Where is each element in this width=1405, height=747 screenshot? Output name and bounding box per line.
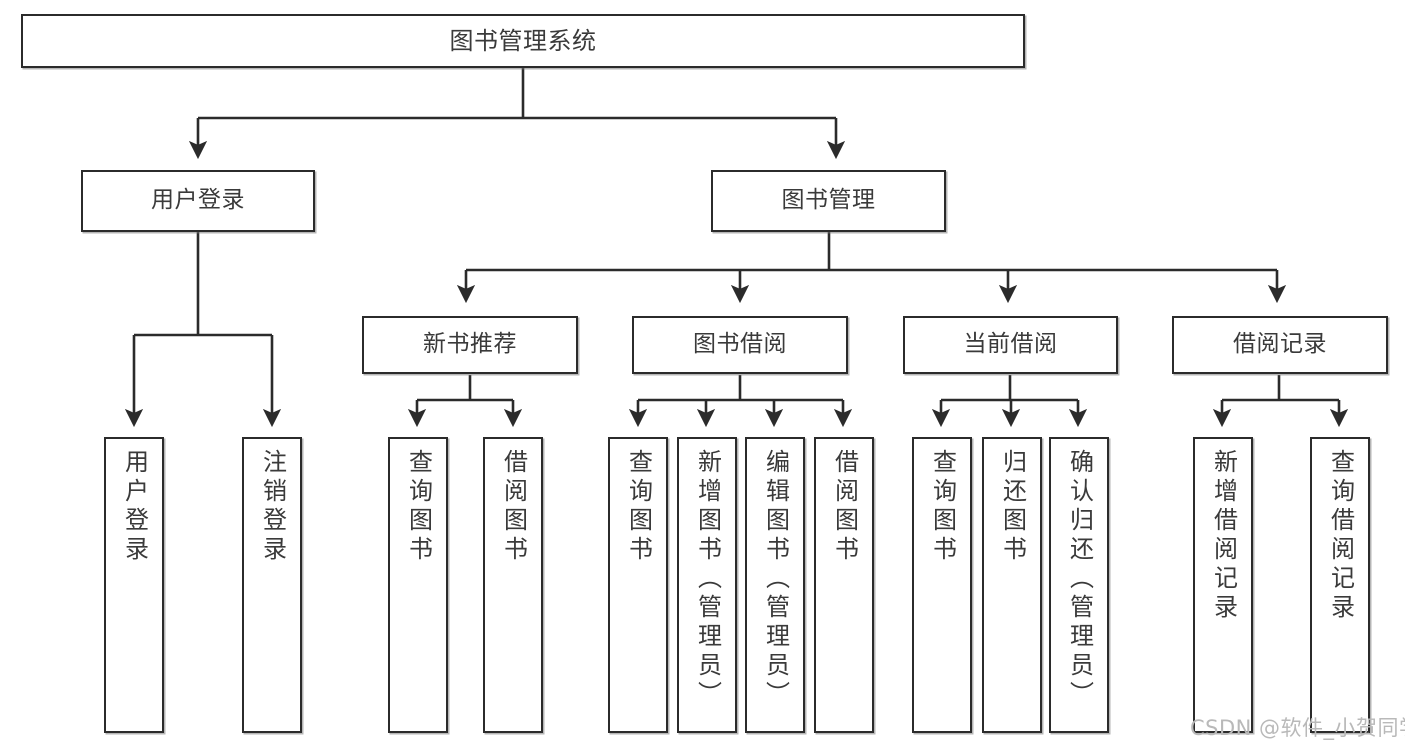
node-leaf-query-record[interactable]: 查询借阅记录 <box>1310 437 1370 733</box>
node-leaf-query-book-3[interactable]: 查询图书 <box>912 437 972 733</box>
node-new-book-recommend-label: 新书推荐 <box>423 331 517 358</box>
node-leaf-borrow-book-2-label: 借阅图书 <box>830 449 859 565</box>
node-root[interactable]: 图书管理系统 <box>21 14 1025 68</box>
node-leaf-confirm-return[interactable]: 确认归还（管理员） <box>1049 437 1109 733</box>
node-leaf-borrow-book-2[interactable]: 借阅图书 <box>814 437 874 733</box>
node-leaf-query-book-2[interactable]: 查询图书 <box>608 437 668 733</box>
node-leaf-add-record-label: 新增借阅记录 <box>1209 449 1238 623</box>
node-leaf-user-login[interactable]: 用户登录 <box>104 437 164 733</box>
node-leaf-user-login-label: 用户登录 <box>120 449 149 565</box>
node-leaf-add-book[interactable]: 新增图书（管理员） <box>677 437 737 733</box>
watermark-text: CSDN @软件_小贺同学 <box>1190 716 1405 740</box>
node-book-borrow[interactable]: 图书借阅 <box>632 316 848 374</box>
node-user-login-label: 用户登录 <box>151 187 245 214</box>
node-leaf-borrow-book-1-label: 借阅图书 <box>499 449 528 565</box>
node-borrow-record-label: 借阅记录 <box>1233 331 1327 358</box>
node-book-manage-label: 图书管理 <box>781 187 876 214</box>
node-leaf-add-book-label: 新增图书（管理员） <box>693 449 722 710</box>
node-leaf-query-record-label: 查询借阅记录 <box>1326 449 1355 623</box>
node-root-label: 图书管理系统 <box>449 26 597 55</box>
node-leaf-query-book-1-label: 查询图书 <box>404 449 433 565</box>
node-leaf-query-book-3-label: 查询图书 <box>928 449 957 565</box>
node-leaf-return-book[interactable]: 归还图书 <box>982 437 1042 733</box>
node-leaf-query-book-2-label: 查询图书 <box>624 449 653 565</box>
node-leaf-logout[interactable]: 注销登录 <box>242 437 302 733</box>
node-leaf-return-book-label: 归还图书 <box>998 449 1027 565</box>
node-book-manage[interactable]: 图书管理 <box>711 170 946 232</box>
node-leaf-edit-book-label: 编辑图书（管理员） <box>761 449 790 710</box>
node-leaf-add-record[interactable]: 新增借阅记录 <box>1193 437 1253 733</box>
node-leaf-confirm-return-label: 确认归还（管理员） <box>1065 449 1094 710</box>
node-leaf-edit-book[interactable]: 编辑图书（管理员） <box>745 437 805 733</box>
node-user-login[interactable]: 用户登录 <box>81 170 315 232</box>
node-current-borrow-label: 当前借阅 <box>963 331 1058 358</box>
node-new-book-recommend[interactable]: 新书推荐 <box>362 316 578 374</box>
node-leaf-borrow-book-1[interactable]: 借阅图书 <box>483 437 543 733</box>
node-current-borrow[interactable]: 当前借阅 <box>903 316 1118 374</box>
node-book-borrow-label: 图书借阅 <box>693 331 787 358</box>
node-leaf-query-book-1[interactable]: 查询图书 <box>388 437 448 733</box>
node-borrow-record[interactable]: 借阅记录 <box>1172 316 1388 374</box>
node-leaf-logout-label: 注销登录 <box>258 449 287 565</box>
